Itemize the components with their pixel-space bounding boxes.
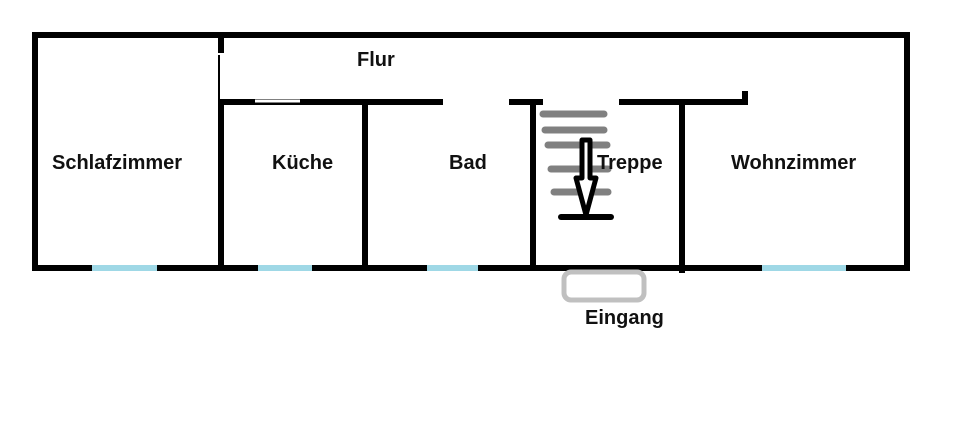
label-schlafzimmer: Schlafzimmer <box>52 152 182 174</box>
label-flur: Flur <box>357 49 395 71</box>
stairs <box>539 110 614 220</box>
entrance-door <box>561 269 647 303</box>
label-treppe: Treppe <box>597 152 663 174</box>
walls <box>32 32 910 273</box>
label-kueche: Küche <box>272 152 333 174</box>
label-wohnzimmer: Wohnzimmer <box>731 152 856 174</box>
label-bad: Bad <box>449 152 487 174</box>
label-eingang: Eingang <box>585 307 664 329</box>
arrow-down-icon <box>573 137 599 218</box>
